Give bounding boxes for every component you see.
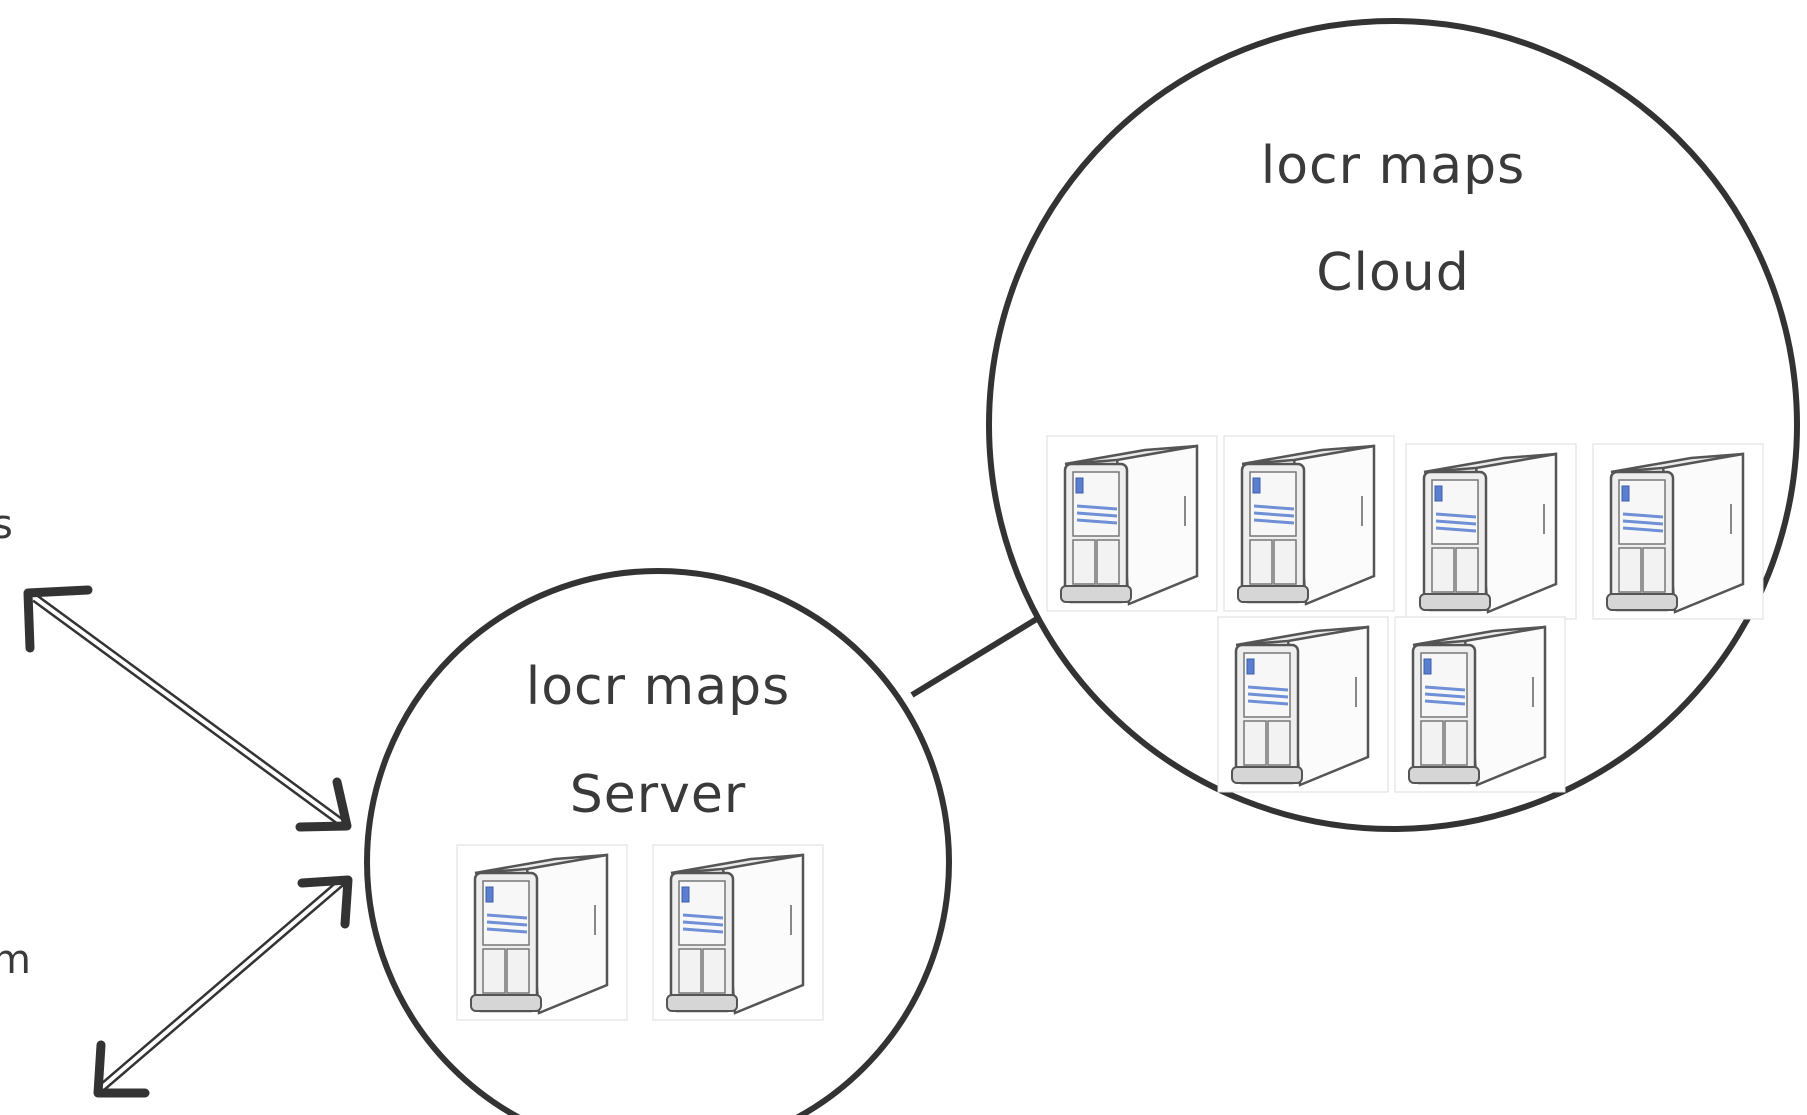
left-label-top-fragment: s	[0, 502, 14, 548]
server-icon	[1393, 615, 1567, 794]
server-icon	[1591, 442, 1765, 621]
double-arrow-icon	[93, 875, 353, 1098]
double-arrow-icon	[23, 585, 352, 832]
cloud-node-title-line1: locr maps	[1261, 136, 1525, 196]
server-node-title-line1: locr maps	[526, 657, 790, 717]
server-node-title-line2: Server	[570, 765, 747, 825]
server-icon	[1216, 615, 1390, 794]
connector-line	[910, 614, 1042, 698]
server-icon	[1222, 434, 1396, 613]
cloud-node: locr maps Cloud	[986, 18, 1800, 832]
server-icon	[455, 843, 629, 1022]
cloud-node-title-line2: Cloud	[1316, 243, 1470, 303]
server-icon	[651, 843, 825, 1022]
server-node: locr maps Server	[364, 568, 952, 1115]
left-label-middle-fragment: m	[0, 937, 32, 983]
server-icon	[1404, 442, 1578, 621]
server-icon	[1045, 434, 1219, 613]
